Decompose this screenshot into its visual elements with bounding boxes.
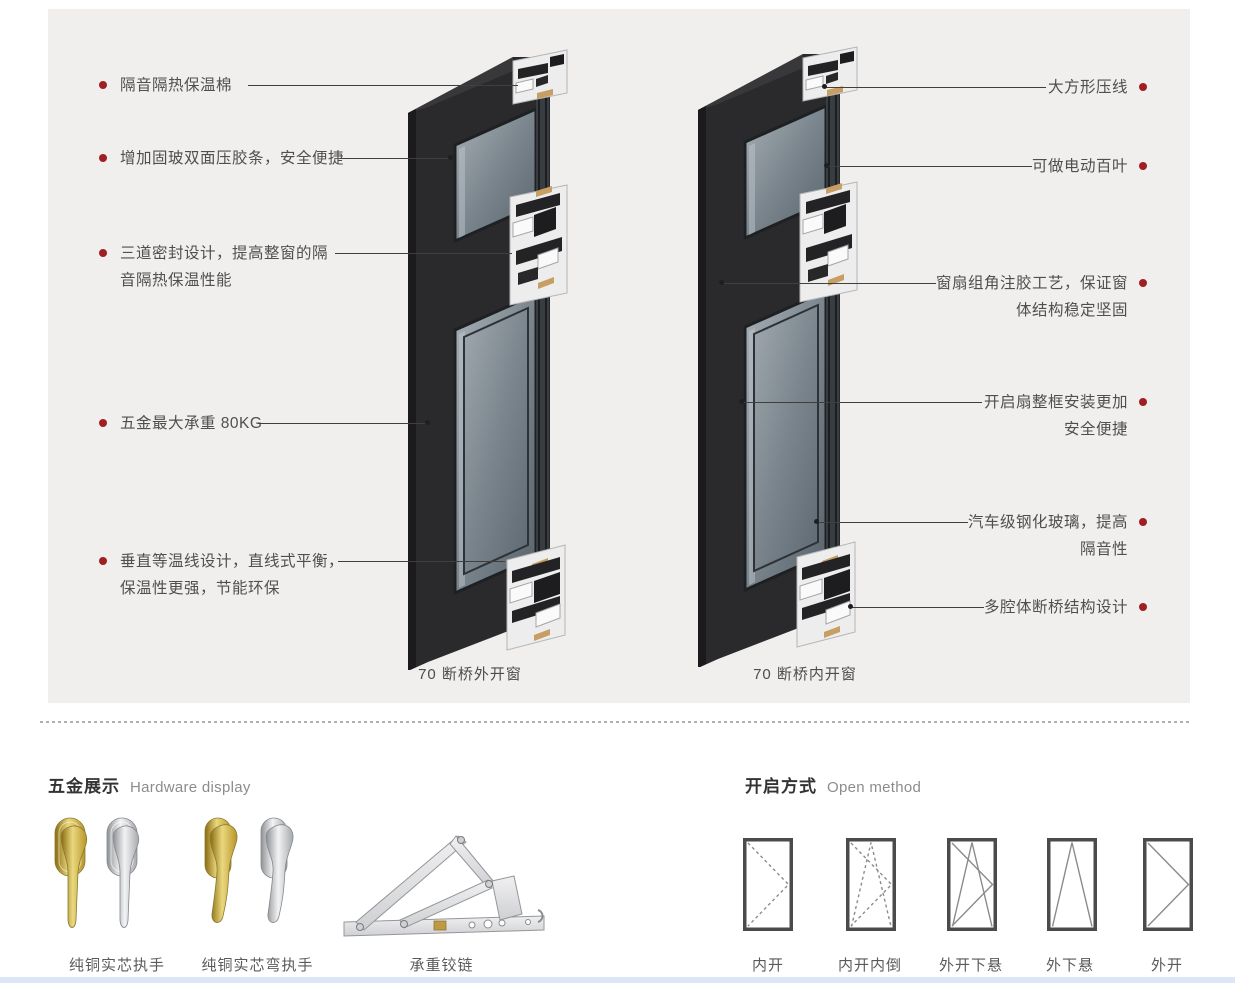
bottom-strip: [0, 977, 1235, 983]
window-caption-right: 70 断桥内开窗: [753, 666, 857, 683]
line-end-dot: [848, 604, 853, 609]
open-method-diagram: [743, 838, 793, 931]
open-method-diagram: [1047, 838, 1097, 931]
open-method-label: 外开下悬: [938, 957, 1003, 974]
hardware-item-label: 纯铜实芯执手: [68, 957, 165, 974]
callout-dot: [99, 557, 107, 565]
line-end-dot: [448, 155, 453, 160]
callout-label: 五金最大承重 80KG: [120, 415, 263, 432]
callout-line: [722, 283, 936, 284]
callout-dot: [1139, 603, 1147, 611]
callout-label: 可做电动百叶: [1031, 158, 1128, 175]
hardware-title-zh: 五金展示: [48, 777, 120, 796]
callout-line: [335, 253, 512, 254]
callout-label: 窗扇组角注胶工艺，保证窗 体结构稳定坚固: [935, 275, 1128, 319]
callout-label: 三道密封设计，提高整窗的隔 音隔热保温性能: [120, 245, 329, 289]
hardware-item-label: 纯铜实芯弯执手: [201, 957, 314, 974]
callout-dot: [99, 81, 107, 89]
callout-dot: [1139, 162, 1147, 170]
hardware-title-en: Hardware display: [130, 779, 251, 796]
line-end-dot: [739, 399, 744, 404]
callout-label: 垂直等温线设计，直线式平衡， 保温性更强，节能环保: [120, 553, 345, 597]
open-method-label: 内开: [751, 957, 784, 974]
open-method-diagram: [846, 838, 896, 931]
hardware-section-title: 五金展示 Hardware display: [48, 772, 251, 797]
callout-line: [851, 607, 984, 608]
callout-line: [742, 402, 982, 403]
callout-dot: [99, 249, 107, 257]
callout-dot: [1139, 398, 1147, 406]
showcase-panel: [48, 9, 1190, 703]
open-method-section-title: 开启方式 Open method: [745, 772, 921, 797]
open-method-diagram: [947, 838, 997, 931]
handle-curved-pair-image: [204, 817, 294, 923]
callout-line: [826, 87, 1046, 88]
open-method-label: 内开内倒: [837, 957, 902, 974]
callout-label: 多腔体断桥结构设计: [983, 599, 1128, 616]
callout-dot: [1139, 279, 1147, 287]
callout-dot: [99, 419, 107, 427]
callout-line: [827, 166, 1032, 167]
line-end-dot: [824, 163, 829, 168]
hardware-item-label: 承重铰链: [409, 957, 474, 974]
line-end-dot: [719, 280, 724, 285]
open-method-label: 外开: [1150, 957, 1183, 974]
handle-straight-pair-image: [54, 817, 140, 928]
window-illustration-left: [406, 48, 569, 670]
open-method-diagram: [1143, 838, 1193, 931]
callout-label: 大方形压线: [1047, 79, 1128, 96]
callout-line: [248, 85, 518, 86]
open-method-title-en: Open method: [827, 779, 922, 796]
window-illustration-right: [696, 45, 859, 667]
callout-line: [338, 561, 505, 562]
line-end-dot: [822, 84, 827, 89]
dashed-divider: [40, 721, 1192, 723]
window-caption-left: 70 断桥外开窗: [418, 666, 522, 683]
callout-dot: [1139, 83, 1147, 91]
callout-label: 增加固玻双面压胶条，安全便捷: [120, 150, 345, 167]
line-end-dot: [814, 519, 819, 524]
callout-dot: [1139, 518, 1147, 526]
callout-dot: [99, 154, 107, 162]
callout-line: [817, 522, 968, 523]
hinge-image: [343, 835, 545, 937]
callout-label: 开启扇整框安装更加 安全便捷: [983, 394, 1128, 438]
callout-label: 隔音隔热保温棉: [120, 77, 233, 94]
open-method-title-zh: 开启方式: [745, 777, 817, 796]
open-method-label: 外下悬: [1045, 957, 1094, 974]
callout-line: [340, 158, 452, 159]
callout-line: [258, 423, 429, 424]
line-end-dot: [425, 420, 430, 425]
callout-label: 汽车级钢化玻璃，提高 隔音性: [967, 514, 1128, 558]
